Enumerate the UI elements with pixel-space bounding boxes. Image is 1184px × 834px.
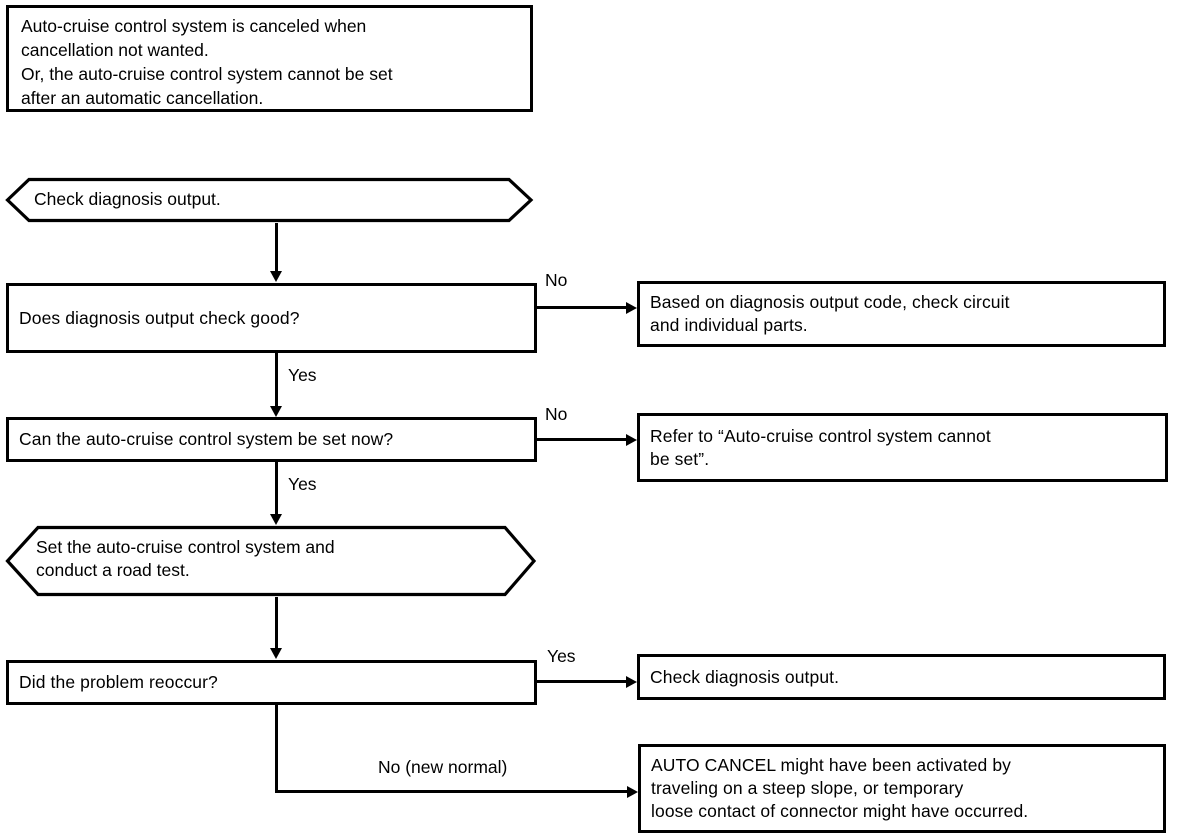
connector-decision2-no: [536, 438, 630, 441]
connector-decision3-no-horizontal: [275, 790, 631, 793]
edge-label-yes-1: Yes: [288, 365, 317, 385]
hexagon-outline-1: [5, 177, 534, 223]
connector-decision2-yes: [275, 462, 278, 520]
edge-label-no-1: No: [545, 270, 568, 290]
connector-decision3-yes: [536, 680, 630, 683]
node-can-system-be-set-now-text: Can the auto-cruise control system be se…: [19, 429, 394, 450]
note-box-text: Auto-cruise control system is canceled w…: [21, 16, 393, 109]
arrowhead-decision3-no: [627, 786, 638, 798]
edge-label-no-2: No: [545, 404, 568, 424]
node-did-the-problem-reoccur-text: Did the problem reoccur?: [19, 672, 218, 693]
connector-decision1-yes: [275, 353, 278, 412]
node-check-diagnosis-output-again-text: Check diagnosis output.: [650, 666, 840, 687]
arrowhead-decision2-yes: [270, 514, 282, 525]
note-box-symptom: Auto-cruise control system is canceled w…: [6, 5, 533, 112]
node-does-diagnosis-output-check-good: Does diagnosis output check good?: [6, 283, 537, 353]
node-auto-cancel-explanation-text: AUTO CANCEL might have been activated by…: [651, 755, 1029, 821]
edge-label-yes-3: Yes: [547, 646, 576, 666]
node-check-diagnosis-output-start: Check diagnosis output.: [5, 177, 534, 223]
arrowhead-decision3-yes: [626, 676, 637, 688]
node-set-system-and-road-test: Set the auto-cruise control system and c…: [5, 525, 537, 597]
node-check-diagnosis-output-start-text: Check diagnosis output.: [34, 189, 221, 209]
node-based-on-diagnosis-output-code-text: Based on diagnosis output code, check ci…: [650, 292, 1010, 335]
node-set-system-and-road-test-text: Set the auto-cruise control system and c…: [36, 537, 335, 580]
arrowhead-roadtest-to-decision3: [270, 648, 282, 659]
node-can-system-be-set-now: Can the auto-cruise control system be se…: [6, 417, 537, 462]
node-based-on-diagnosis-output-code: Based on diagnosis output code, check ci…: [637, 281, 1166, 347]
hexagon-outline-2: [5, 525, 537, 597]
connector-start-to-decision1: [275, 223, 278, 273]
connector-roadtest-to-decision3: [275, 597, 278, 650]
node-does-diagnosis-output-check-good-text: Does diagnosis output check good?: [19, 307, 300, 328]
arrowhead-decision1-yes: [270, 406, 282, 417]
node-refer-to-cannot-be-set-text: Refer to “Auto-cruise control system can…: [650, 425, 991, 469]
edge-label-no-new-normal: No (new normal): [378, 757, 508, 777]
node-auto-cancel-explanation: AUTO CANCEL might have been activated by…: [638, 744, 1166, 833]
node-did-the-problem-reoccur: Did the problem reoccur?: [6, 660, 537, 705]
arrowhead-decision1-no: [626, 302, 637, 314]
arrowhead-start-to-decision1: [270, 271, 282, 282]
node-refer-to-cannot-be-set: Refer to “Auto-cruise control system can…: [637, 413, 1168, 482]
edge-label-yes-2: Yes: [288, 474, 317, 494]
node-check-diagnosis-output-again: Check diagnosis output.: [637, 654, 1166, 700]
connector-decision1-no: [536, 306, 630, 309]
connector-decision3-no-vertical: [275, 705, 278, 793]
arrowhead-decision2-no: [626, 434, 637, 446]
